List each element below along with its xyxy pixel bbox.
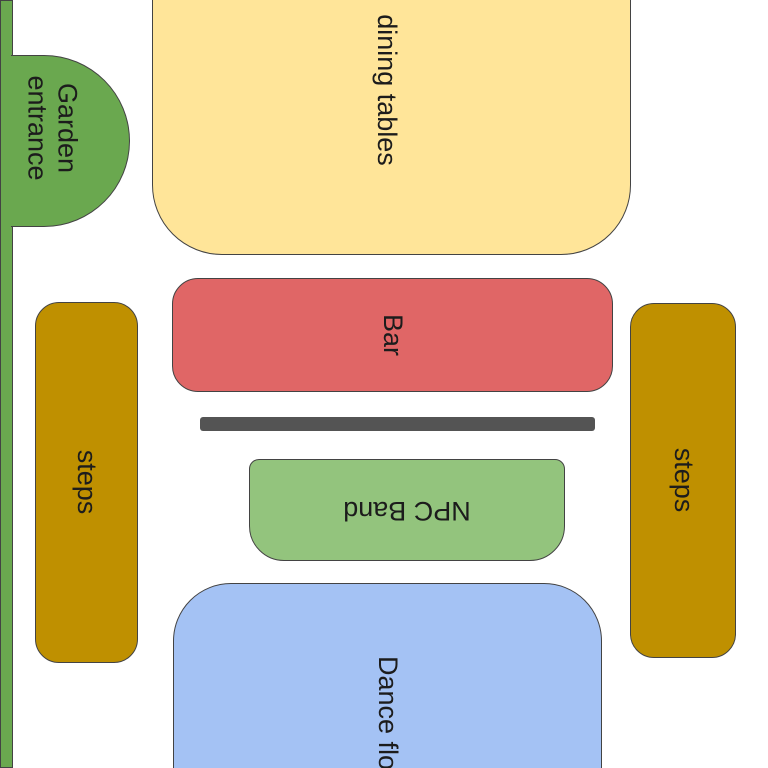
steps-left-region bbox=[35, 302, 138, 663]
dance-floor-region bbox=[173, 583, 602, 768]
bar-label: Bar bbox=[377, 313, 408, 357]
stage-divider-bar bbox=[200, 417, 595, 431]
npc-band-region bbox=[249, 459, 565, 561]
dining-tables-label: dining tables bbox=[371, 14, 402, 166]
dance-floor-label: Dance floor bbox=[372, 655, 403, 768]
garden-entrance-label: Garden entrance bbox=[23, 75, 83, 181]
steps-right-label: steps bbox=[668, 447, 699, 513]
npc-band-label: NPC Band bbox=[343, 495, 471, 526]
dining-tables-region bbox=[152, 0, 631, 255]
bar-region bbox=[172, 278, 613, 392]
steps-right-region bbox=[630, 303, 736, 658]
steps-left-label: steps bbox=[71, 449, 102, 515]
